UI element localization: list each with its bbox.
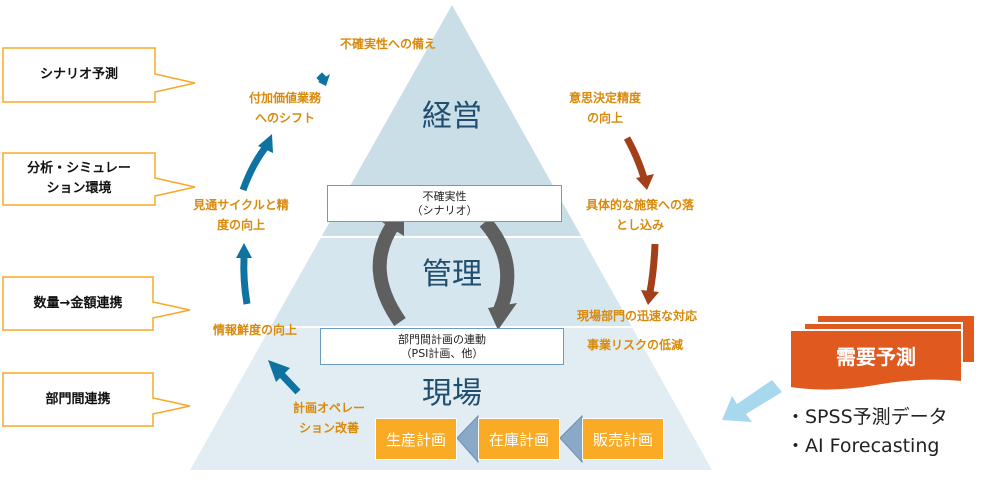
blue-arrowheads	[236, 72, 330, 382]
box-line: （PSI計画、他）	[400, 346, 484, 360]
box-line: 部門間計画の連動	[398, 332, 486, 346]
tier-label-management: 経営	[422, 99, 482, 134]
callout-text: ション環境	[46, 181, 112, 196]
label-operation: 計画オペレーション改善	[293, 398, 365, 438]
label-shift: 付加価値業務へのシフト	[249, 88, 321, 128]
callout-text: 分析・シミュレー	[27, 161, 131, 176]
callout-analysis-simulation: 分析・シミュレーション環境	[3, 153, 155, 205]
demand-stack	[789, 314, 976, 392]
label-line: ション改善	[298, 421, 360, 435]
label-response: 現場部門の迅速な対応	[576, 309, 698, 323]
callout-quantity-amount: 数量→金額連携	[3, 277, 153, 330]
plan-inventory: 在庫計画	[478, 418, 560, 460]
label-measures: 具体的な施策への落とし込み	[586, 195, 694, 235]
tier-label-field: 現場	[422, 376, 482, 411]
brown-arrowheads	[636, 174, 659, 305]
brown-arrows	[623, 136, 659, 293]
input-arrow	[722, 380, 782, 422]
uncertainty-box: 不確実性（シナリオ）	[327, 185, 562, 222]
label-cycle: 見通サイクルと精度の向上	[193, 195, 288, 235]
label-line: へのシフト	[254, 111, 316, 125]
callout-scenario-forecast: シナリオ予測	[3, 48, 155, 102]
callout-text: 数量→金額連携	[33, 295, 123, 311]
plan-sales: 販売計画	[582, 418, 664, 460]
demand-item: ・AI Forecasting	[786, 435, 940, 457]
tier-label-control: 管理	[422, 257, 482, 292]
demand-title: 需要予測	[836, 345, 916, 369]
cycle-arrows	[372, 217, 515, 327]
label-line: 付加価値業務	[248, 91, 322, 105]
label-freshness: 情報鮮度の向上	[212, 323, 298, 337]
label-prepare-uncertainty: 不確実性への備え	[339, 37, 437, 51]
label-line: 見通サイクルと精	[193, 198, 289, 212]
label-decision: 意思決定精度の向上	[569, 88, 641, 128]
callout-interdepartment: 部門間連携	[3, 373, 153, 426]
blue-arrows	[239, 145, 301, 395]
label-risk: 事業リスクの低減	[586, 338, 684, 352]
label-line: 計画オペレー	[292, 401, 366, 415]
label-line: 度の向上	[216, 218, 265, 232]
box-line: （シナリオ）	[411, 203, 478, 217]
demand-item: ・SPSS予測データ	[786, 406, 948, 428]
box-line: 不確実性	[422, 189, 467, 203]
label-line: の向上	[586, 111, 624, 125]
callout-text: シナリオ予測	[39, 67, 118, 82]
plan-production: 生産計画	[375, 418, 457, 460]
label-line: 意思決定精度	[568, 91, 642, 105]
linkage-box: 部門間計画の連動（PSI計画、他）	[320, 328, 564, 365]
label-line: 具体的な施策への落	[585, 198, 695, 212]
callout-shapes	[2, 47, 196, 427]
callout-text: 部門間連携	[45, 391, 111, 407]
label-line: とし込み	[615, 218, 665, 232]
